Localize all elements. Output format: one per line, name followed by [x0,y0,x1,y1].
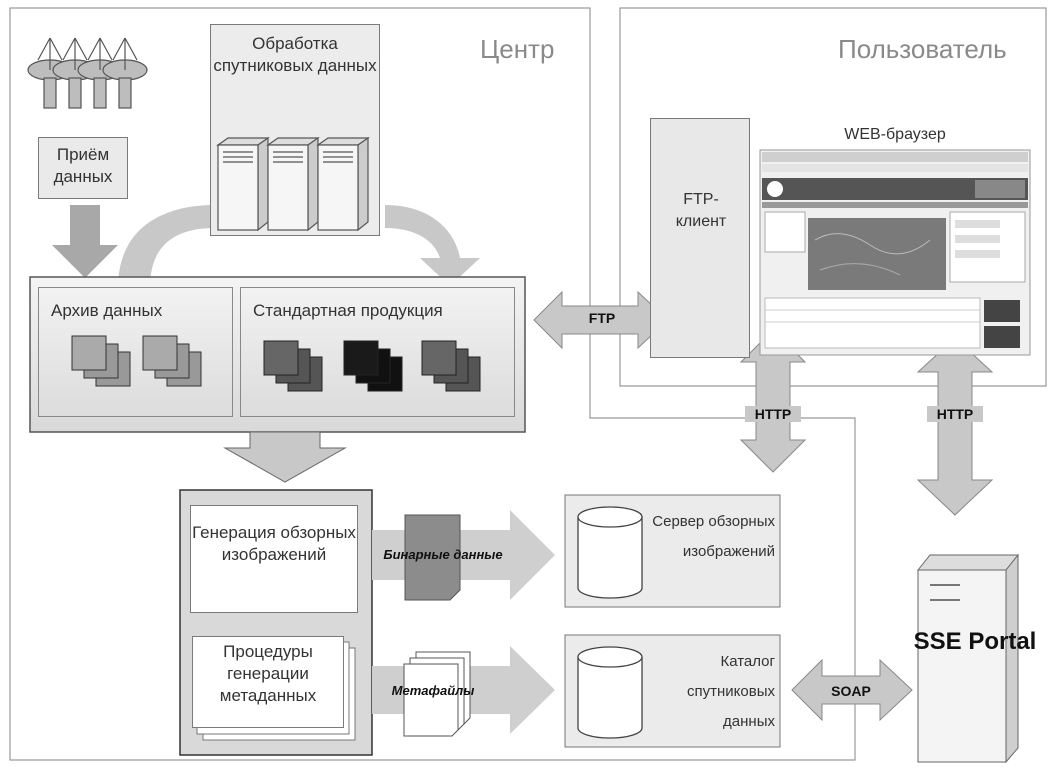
catalog-label: Каталог спутниковых данных [687,653,775,730]
http-arrow-label-2: HTTP [927,406,983,422]
center-region-title: Центр [480,34,555,64]
user-region-title: Пользователь [838,34,1007,64]
processing-box: Обработка спутниковых данных [210,24,380,236]
standard-panel: Стандартная продукция [240,287,515,417]
standard-label: Стандартная продукция [253,301,443,320]
web-browser-label: WEB-браузер [844,126,946,143]
processing-to-standard-curve [385,205,480,286]
product-stack-icon [263,340,481,392]
archive-to-processing-curve [118,205,215,288]
metafile-pages-icon [403,651,471,737]
center-region-border [9,7,856,761]
soap-arrow [791,658,913,722]
meta-gen-box: Процедуры генерации метаданных [192,636,344,728]
database-icon [577,646,643,739]
meta-gen-label: Процедуры генерации метаданных [219,642,317,705]
archive-stack-icon [71,335,202,387]
http-arrow-label-1: HTTP [745,406,801,422]
soap-arrow-label: SOAP [831,683,871,699]
binary-document-icon [404,514,461,601]
processing-label: Обработка спутниковых данных [213,34,377,75]
satellite-dish-icon [27,37,148,109]
receive-label: Приём данных [53,145,113,186]
portal-server-icon [916,553,1020,764]
receive-box: Приём данных [38,137,128,199]
binary-arrow-label: Бинарные данные [383,547,503,562]
preview-server-label: Сервер обзорных изображений [652,513,775,560]
ftp-client-label: FTP-клиент [675,191,727,230]
preview-gen-label: Генерация обзорных изображений [192,523,356,564]
http-arrow-1 [739,329,807,473]
ftp-arrow-label: FTP [588,310,616,326]
archive-label: Архив данных [51,301,163,320]
user-region-border [619,7,1047,387]
preview-gen-box: Генерация обзорных изображений [190,505,358,613]
http-arrow-2 [916,337,994,516]
database-icon [577,506,643,599]
receive-to-archive-arrow [52,205,118,278]
archive-panel: Архив данных [38,287,233,417]
metafiles-arrow-label: Метафайлы [391,683,475,698]
archive-to-generation-arrow [223,431,347,483]
ftp-client-box: FTP-клиент [650,118,750,358]
browser-screenshot-icon [759,149,1031,356]
portal-label: SSE Portal [913,628,1037,655]
